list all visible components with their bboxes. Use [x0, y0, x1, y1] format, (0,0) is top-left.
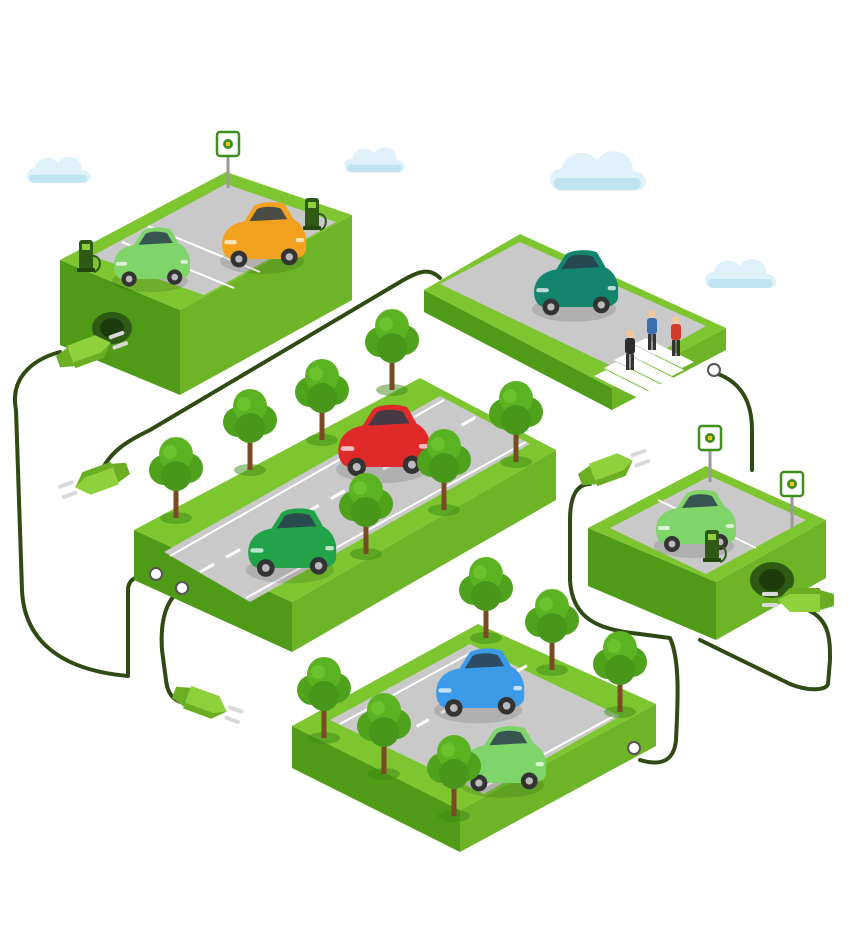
platform-top-left-parking [53, 130, 352, 395]
platform-right-parking [588, 424, 834, 640]
electric-plug-icon [169, 681, 246, 729]
cloud-icon [344, 147, 405, 173]
cloud-icon [550, 151, 646, 191]
platform-center-road [134, 309, 556, 652]
platform-bottom-road [292, 557, 656, 852]
electric-plug-icon [56, 457, 133, 505]
cables [12, 269, 832, 765]
cloud-icon [26, 156, 91, 183]
electric-plug-icon [575, 443, 652, 491]
cloud-icon [705, 259, 777, 288]
platform-top-right-street [424, 234, 726, 410]
